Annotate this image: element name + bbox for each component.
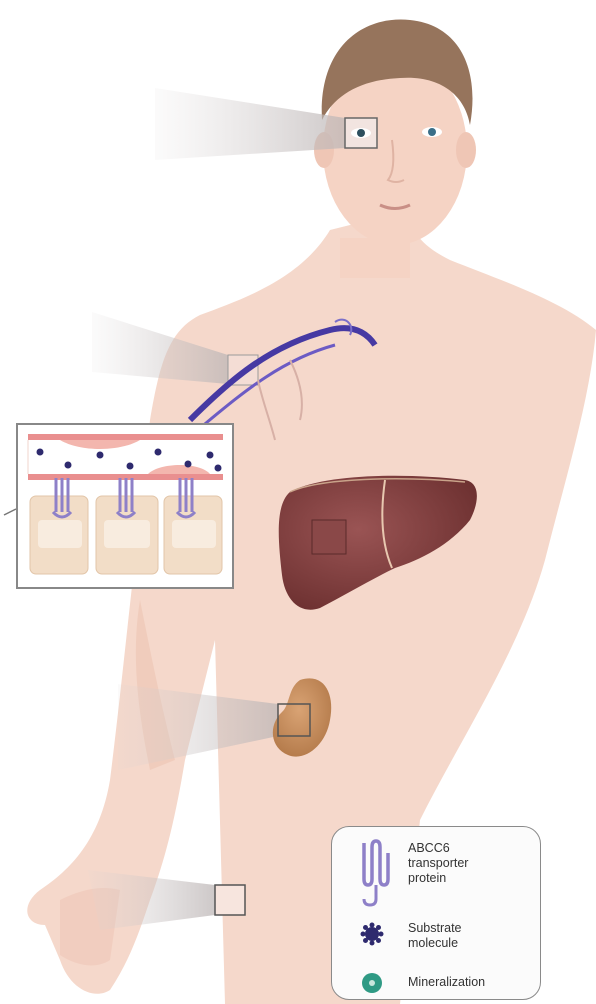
legend-item-transporter: ABCC6 transporter protein (332, 837, 540, 917)
legend-item-mineralization: Mineralization (332, 971, 540, 995)
legend-label-substrate: Substrate molecule (408, 921, 462, 951)
legend-label-mineralization: Mineralization (408, 975, 485, 990)
substrate-molecule-icon (359, 921, 385, 947)
abcc6-transporter-icon (354, 839, 394, 919)
skin-callout (88, 870, 245, 930)
legend: ABCC6 transporter protein Substrate mole… (331, 826, 541, 1000)
mineralization-icon (360, 971, 384, 995)
legend-label-transporter: ABCC6 transporter protein (408, 841, 468, 886)
cell-inset (4, 424, 233, 588)
legend-item-substrate: Substrate molecule (332, 919, 540, 959)
